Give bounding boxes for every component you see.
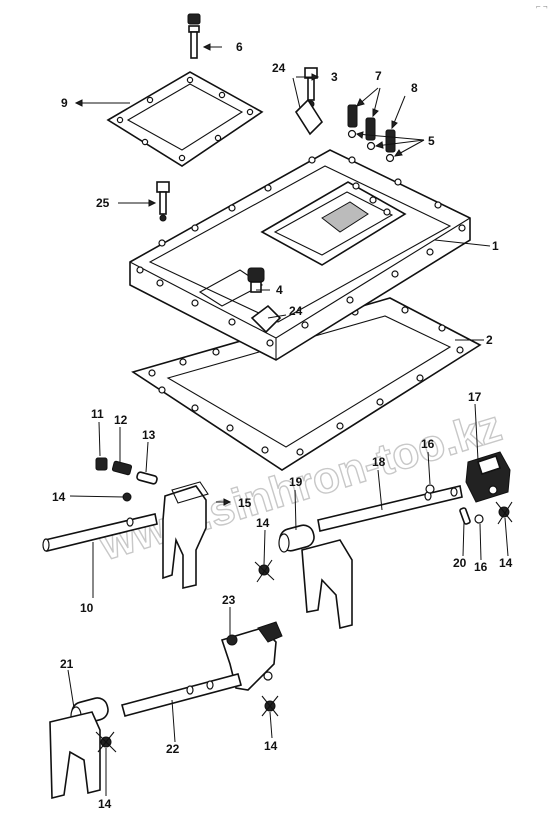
cover-plate-part-9 <box>106 71 264 167</box>
shift-rod-part-10 <box>42 513 158 552</box>
corner-mark: ⌐ ¬ <box>536 2 548 11</box>
callout-17: 17 <box>468 390 482 404</box>
callout-labels: 3 6 24 7 8 5 9 25 1 4 24 2 11 12 13 14 1… <box>52 40 513 811</box>
breather-plug-part-4 <box>247 267 265 293</box>
callout-2: 2 <box>486 333 493 347</box>
callout-14-mid: 14 <box>256 516 270 530</box>
pin-part-20 <box>459 507 471 525</box>
callout-22: 22 <box>166 742 180 756</box>
lock-wire-part-14-bottom <box>95 731 117 753</box>
callout-5: 5 <box>428 134 435 148</box>
shift-fork-part-15 <box>162 481 209 590</box>
plug-part-11 <box>95 457 108 471</box>
callout-24-lower: 24 <box>289 304 303 318</box>
callout-7: 7 <box>375 69 382 83</box>
callout-1: 1 <box>492 239 499 253</box>
callout-14-right: 14 <box>499 556 513 570</box>
callout-19: 19 <box>289 475 303 489</box>
callout-13: 13 <box>142 428 156 442</box>
callout-15: 15 <box>238 496 252 510</box>
spring-part-12 <box>111 460 133 476</box>
callout-20: 20 <box>453 556 467 570</box>
shift-rod-part-18 <box>317 485 463 532</box>
lock-wire-part-14-lower <box>261 695 279 717</box>
callout-9: 9 <box>61 96 68 110</box>
callout-14-left: 14 <box>52 490 66 504</box>
callout-10: 10 <box>80 601 94 615</box>
callout-14-lower: 14 <box>264 739 278 753</box>
shift-fork-part-21 <box>49 697 109 800</box>
lock-plate-part-24-lower <box>250 304 282 334</box>
top-cover-part-1 <box>129 149 471 361</box>
callout-4: 4 <box>276 283 283 297</box>
callout-3: 3 <box>331 70 338 84</box>
bolt-part-25 <box>156 181 170 222</box>
callout-14-bottom: 14 <box>98 797 112 811</box>
callout-6: 6 <box>236 40 243 54</box>
leader-arrowheads <box>74 43 403 506</box>
bolt-part-6 <box>187 13 201 59</box>
selector-block-part-17 <box>465 451 511 503</box>
callout-18: 18 <box>372 455 386 469</box>
pin-part-13 <box>136 471 158 485</box>
callout-25: 25 <box>96 196 110 210</box>
callout-16-lower: 16 <box>474 560 488 574</box>
ball-part-16-upper <box>425 484 435 494</box>
detent-springs-part-7-8 <box>347 104 396 153</box>
lock-plate-part-24-top <box>294 98 324 136</box>
callout-23: 23 <box>222 593 236 607</box>
shift-rod-part-22 <box>121 673 242 717</box>
callout-21: 21 <box>60 657 74 671</box>
callout-12: 12 <box>114 413 128 427</box>
screw-part-14-left <box>122 492 132 502</box>
callout-8: 8 <box>411 81 418 95</box>
shift-fork-part-19 <box>278 524 353 629</box>
lock-wire-part-14-right <box>495 501 513 525</box>
callout-16-upper: 16 <box>421 437 435 451</box>
ball-part-16-lower <box>474 514 484 524</box>
callout-11: 11 <box>91 407 104 421</box>
callout-24-top: 24 <box>272 61 286 75</box>
detent-balls-part-5 <box>347 129 395 163</box>
